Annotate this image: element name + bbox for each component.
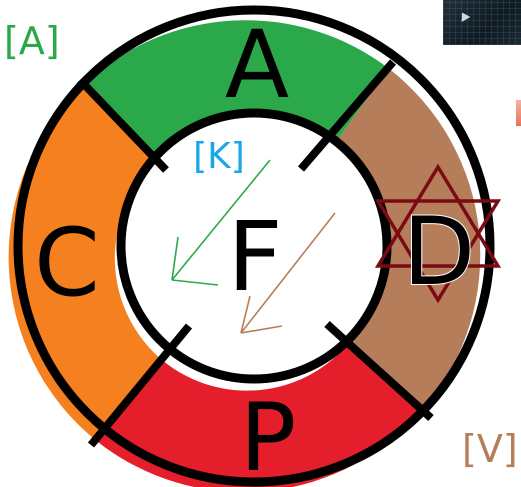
arrow-green	[171, 159, 271, 286]
corner-label-v: [V]	[462, 427, 518, 471]
segment-letter-p: P	[240, 384, 297, 487]
center-sublabel-k: [K]	[193, 136, 245, 177]
divider-bottom-left	[87, 323, 193, 448]
segment-letter-d: D	[403, 198, 475, 307]
divider-bottom-right	[324, 321, 434, 421]
thumbnail-image	[443, 0, 521, 45]
star-of-david-icon	[374, 163, 502, 304]
segment-bottom	[96, 342, 426, 487]
corner-label-a: [A]	[4, 19, 60, 63]
divider-top-left	[77, 77, 169, 173]
arrow-brown	[240, 212, 336, 334]
divider-top-right	[297, 59, 397, 172]
inner-ring-outline	[116, 108, 392, 384]
outer-ring-outline	[13, 5, 495, 487]
segment-letter-a: A	[225, 11, 289, 120]
center-letter-f: F	[227, 201, 282, 313]
edge-mark	[516, 100, 521, 126]
segment-letter-c: C	[34, 209, 100, 318]
